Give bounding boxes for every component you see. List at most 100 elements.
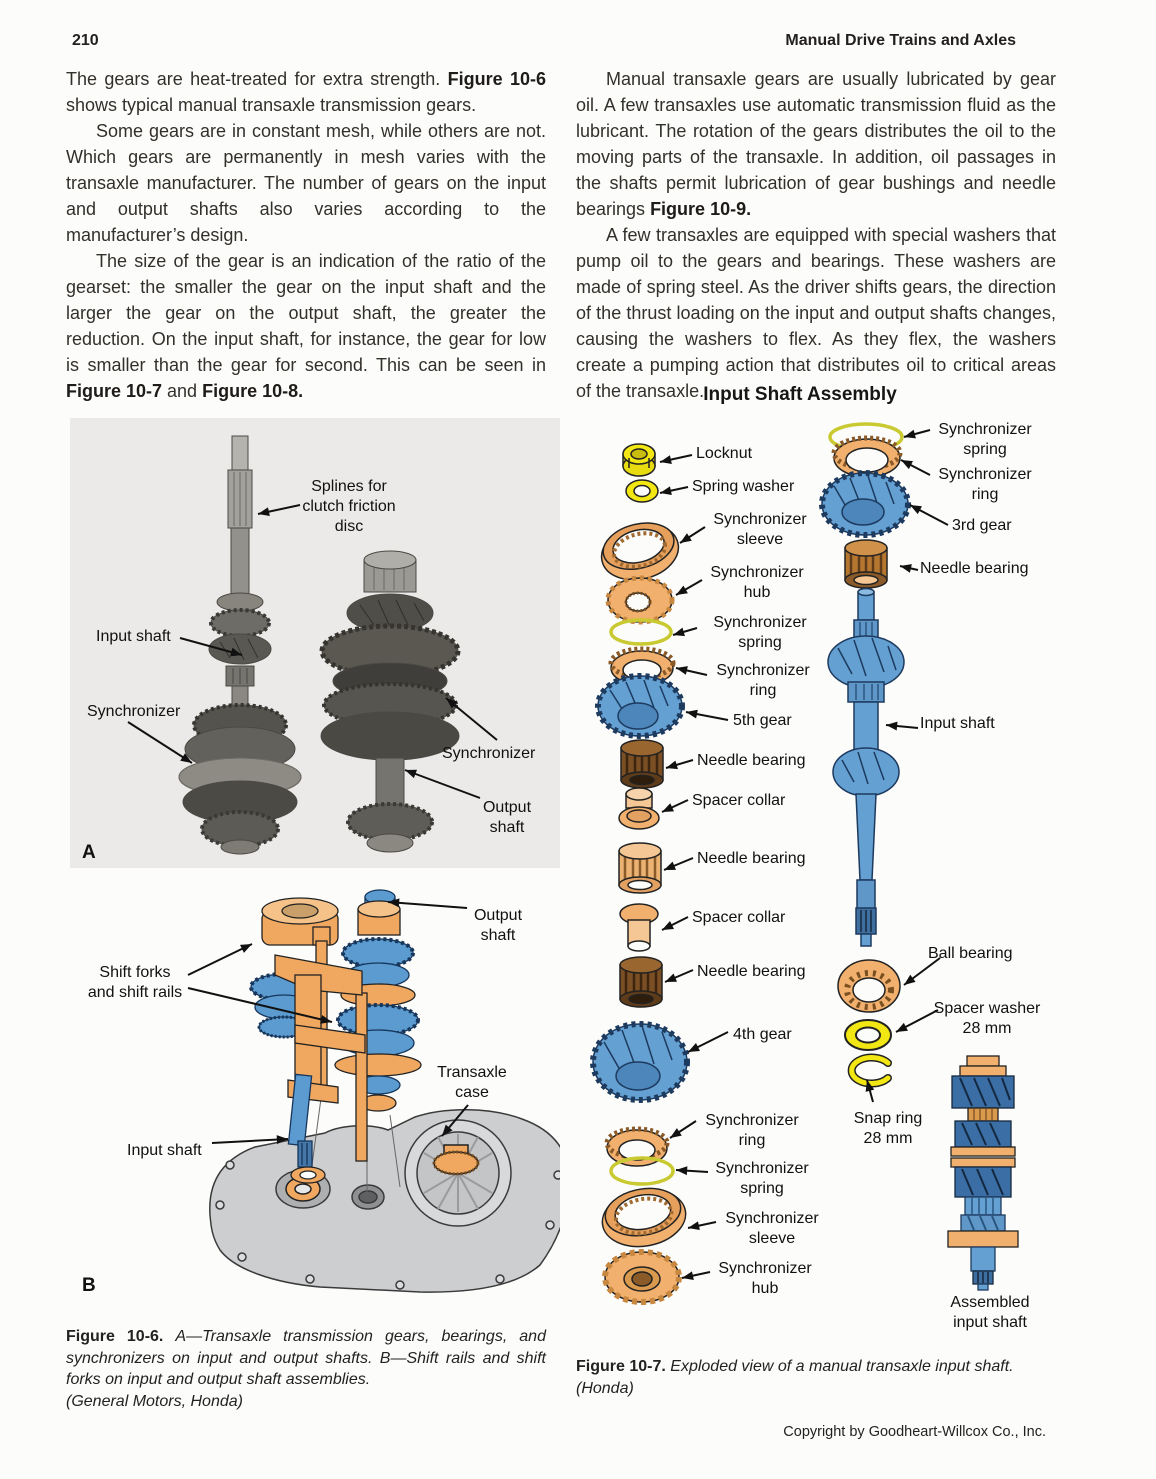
paragraph: The size of the gear is an indication of… [66,251,546,401]
label-needle-bearing: Needle bearing [920,560,1029,577]
arrowhead [680,533,692,543]
callout-shift-forks: Shift forks and shift rails [87,964,183,1001]
arrowhead [676,585,688,595]
arrowhead [665,973,677,982]
label-synchronizer-hub: Synchronizer hub [718,1260,812,1297]
shaft-assembly-art [249,889,422,1184]
synchronizer-spring-icon [609,1156,675,1186]
arrowhead [258,507,270,517]
label-synchronizer-sleeve: Synchronizer sleeve [725,1210,819,1247]
caption-text: Exploded view of a manual transaxle inpu… [670,1358,1014,1375]
arrowhead [900,564,912,573]
label-locknut: Locknut [696,445,753,462]
arrowhead [660,486,672,496]
label-assembled-input-shaft: Assembled input shaft [950,1294,1030,1331]
paragraph: Manual transaxle gears are usually lubri… [576,69,1056,219]
arrowhead [688,1043,700,1052]
spacer-collar-icon [618,787,660,830]
caption-label: Figure 10-7. [576,1358,666,1375]
label-needle-bearing: Needle bearing [697,850,806,867]
arrow-output-shaft [387,901,468,909]
label-spacer-washer: Spacer washer 28 mm [933,1000,1041,1037]
synchronizer-hub-icon [602,1249,682,1305]
label-synchronizer-sleeve: Synchronizer sleeve [713,511,807,548]
synchronizer-spring-icon [609,618,673,646]
arrowhead [688,1221,700,1231]
label-needle-bearing: Needle bearing [697,752,806,769]
label-ball-bearing: Ball bearing [928,945,1013,962]
paragraph: The gears are heat-treated for extra str… [66,69,546,115]
copyright-line: Copyright by Goodheart-Willcox Co., Inc. [783,1424,1046,1440]
spacer-washer-icon [844,1019,892,1051]
page-number: 210 [72,32,99,49]
arrow-synchronizer-left [127,721,193,764]
output-shaft-photo-illustration [319,550,461,853]
callout-synchronizer: Synchronizer [442,745,536,762]
arrowhead [446,698,458,709]
label-input-shaft: Input shaft [920,715,995,732]
label-synchronizer-ring: Synchronizer ring [705,1112,799,1149]
panel-a-marker: A [82,842,96,863]
caption-label: Figure 10-6. [66,1328,164,1345]
label-synchronizer-spring: Synchronizer spring [715,1160,809,1197]
left-text-column: The gears are heat-treated for extra str… [66,66,546,404]
figure-10-6-caption: Figure 10-6. A—Transaxle transmission ge… [66,1326,546,1412]
callout-output-shaft: Output shaft [473,907,523,944]
label-spacer-collar: Spacer collar [692,792,786,809]
transaxle-case-art [209,1108,560,1293]
figure-10-6-panel-a-photo [70,418,560,868]
figure-10-7-illustration [590,422,1019,1305]
input-shaft-icon [827,587,905,947]
label-third-gear: 3rd gear [952,517,1012,534]
panel-b-marker: B [82,1275,96,1296]
assembled-input-shaft-icon [947,1055,1019,1291]
label-spring-washer: Spring washer [692,478,795,495]
callout-synchronizer: Synchronizer [87,703,181,720]
arrowhead [676,1166,688,1176]
arrowhead [240,944,252,953]
callout-transaxle-case: Transaxle case [437,1064,507,1101]
arrowhead [670,1128,682,1138]
label-spacer-collar: Spacer collar [692,909,786,926]
needle-bearing-icon [844,539,888,589]
callout-input-shaft: Input shaft [127,1142,202,1159]
arrowhead [662,921,674,930]
arrow-output-shaft [404,769,481,799]
locknut-icon [622,443,656,477]
arrowhead [405,769,417,779]
arrow-shift-forks-2 [187,987,333,1023]
synchronizer-ring-icon [831,435,903,478]
spacer-collar-icon [619,903,659,952]
needle-bearing-icon [620,739,664,789]
needle-bearing-icon [619,956,663,1008]
arrowhead [666,760,678,770]
input-shaft-photo-illustration [178,435,302,855]
label-synchronizer-ring: Synchronizer ring [938,466,1032,503]
arrowhead [904,429,916,439]
arrowhead [886,721,898,731]
arrowhead [896,1022,908,1032]
callout-output-shaft: Output shaft [482,799,532,836]
figure-10-7-caption: Figure 10-7. Exploded view of a manual t… [576,1356,1056,1399]
caption-credit: (Honda) [576,1379,634,1397]
right-text-column: Manual transaxle gears are usually lubri… [576,66,1056,404]
arrowhead [686,709,698,719]
arrowhead [664,861,676,870]
snap-ring-icon [847,1053,892,1088]
arrowhead [865,1080,875,1092]
synchronizer-sleeve-icon [600,522,680,581]
fifth-gear-icon [595,673,685,739]
arrowhead [388,898,400,908]
synchronizer-hub-icon [605,575,675,625]
arrowhead [230,647,242,657]
ball-bearing-icon [837,959,901,1013]
third-gear-icon [819,470,911,538]
callout-splines: Splines for clutch friction disc [302,478,396,535]
needle-bearing-icon [618,842,662,894]
arrowhead [662,803,674,812]
spring-washer-icon [625,479,659,503]
caption-text: A—Transaxle transmission gears, bearings… [66,1328,546,1388]
arrowhead [442,1124,453,1136]
arrowhead [901,460,913,470]
